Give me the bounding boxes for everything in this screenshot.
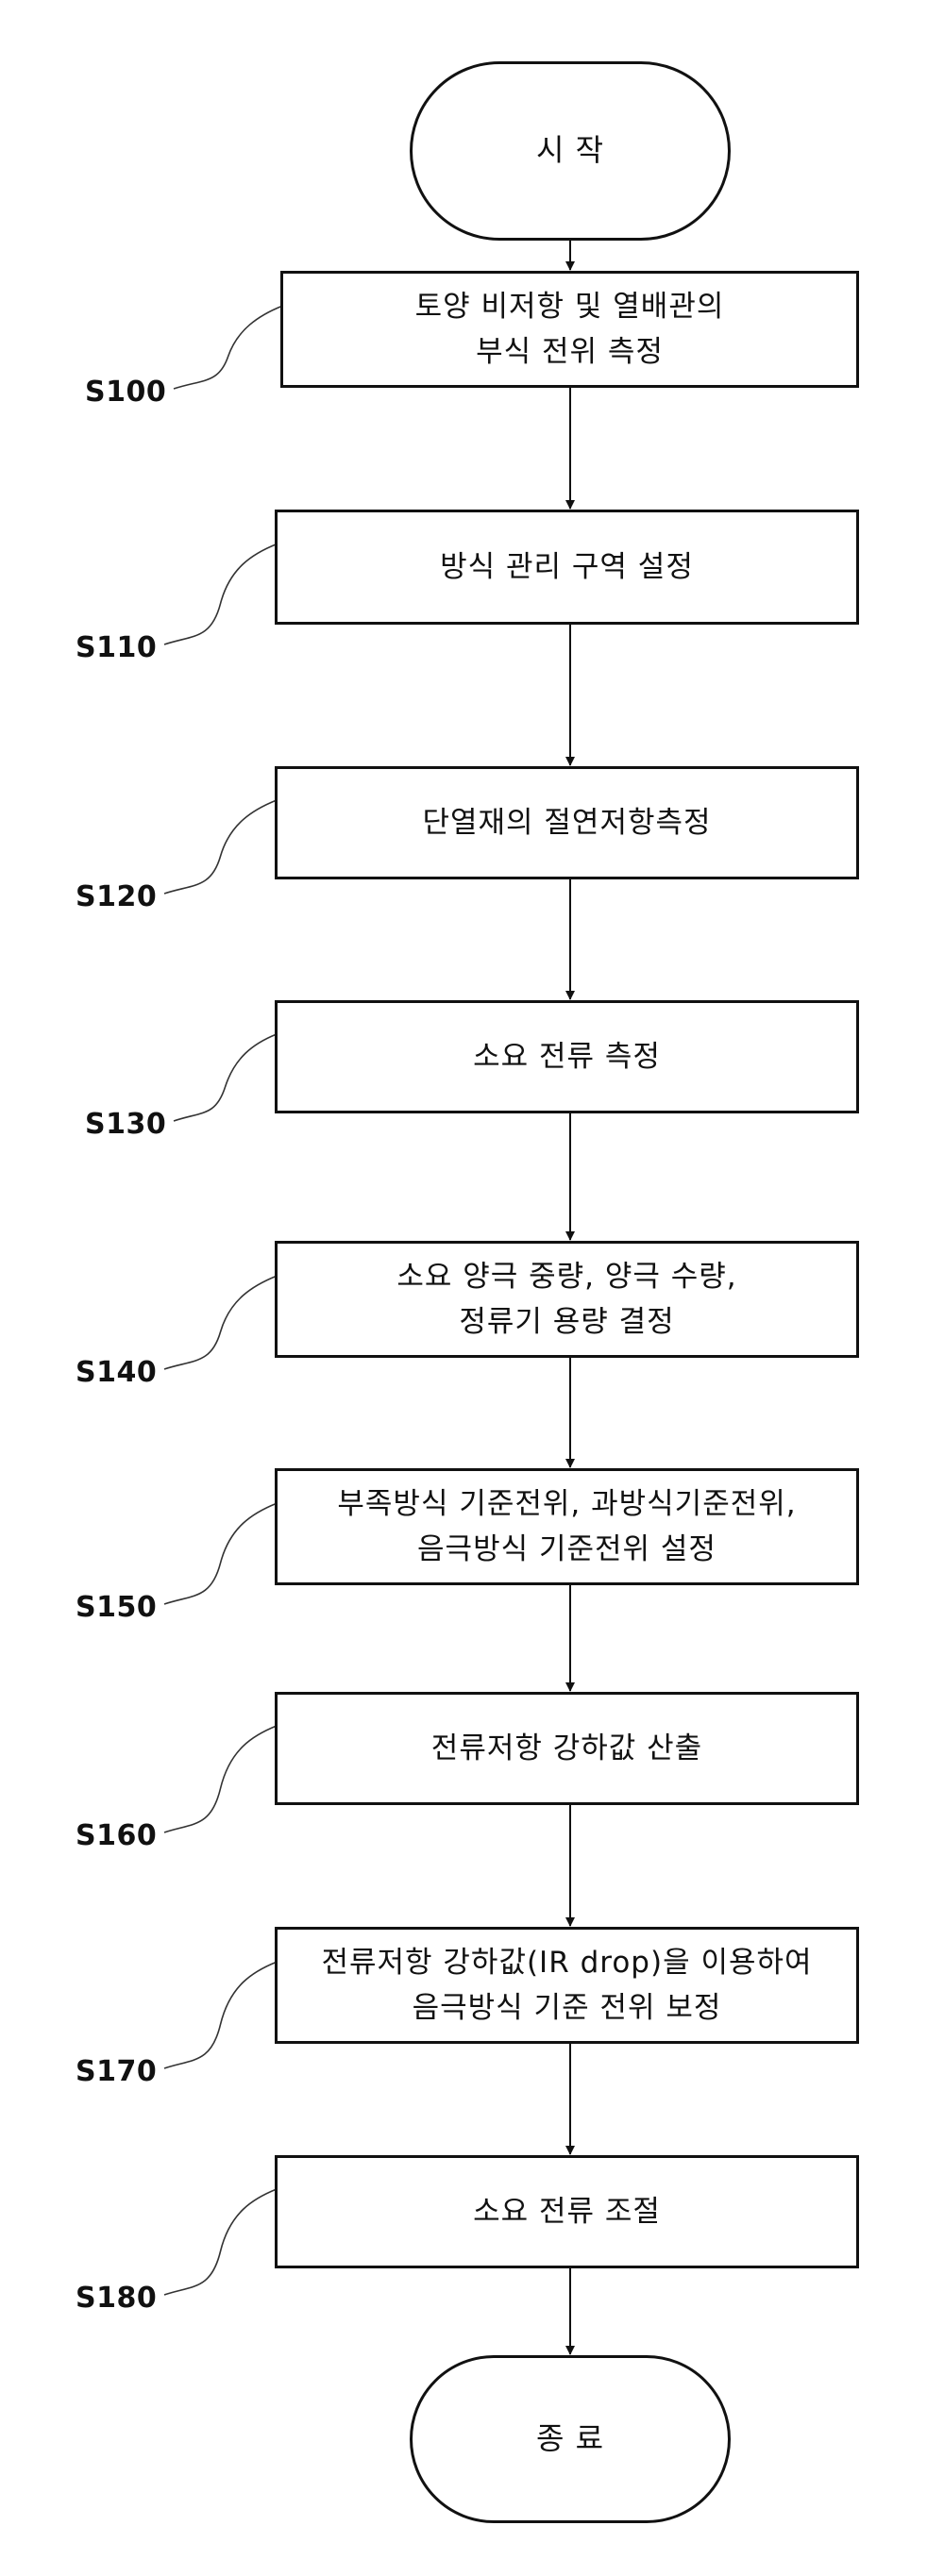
- step-s170-line-1: 전류저항 강하값(IR drop)을 이용하여: [321, 1940, 812, 1985]
- leader-line-s140: [164, 1276, 277, 1369]
- step-box-s130: 소요 전류 측정: [275, 1000, 859, 1113]
- leader-line-s110: [164, 544, 277, 644]
- step-box-s160: 전류저항 강하값 산출: [275, 1692, 859, 1805]
- step-s140-line-2: 정류기 용량 결정: [459, 1299, 674, 1345]
- step-box-s180: 소요 전류 조절: [275, 2155, 859, 2268]
- step-s100-line-2: 부식 전위 측정: [476, 329, 664, 375]
- leader-line-s170: [164, 1962, 277, 2068]
- step-box-s140: 소요 양극 중량, 양극 수량, 정류기 용량 결정: [275, 1241, 859, 1358]
- step-s140-line-1: 소요 양극 중량, 양극 수량,: [396, 1254, 736, 1299]
- leader-line-s150: [164, 1503, 277, 1604]
- step-s150-line-2: 음극방식 기준전위 설정: [417, 1527, 716, 1572]
- step-s150-line-1: 부족방식 기준전위, 과방식기준전위,: [337, 1481, 796, 1527]
- step-s110-line-1: 방식 관리 구역 설정: [440, 544, 694, 590]
- start-terminal: 시 작: [410, 61, 731, 241]
- step-label-s160: S160: [76, 1819, 157, 1852]
- leader-line-s130: [174, 1034, 277, 1121]
- step-s120-line-1: 단열재의 절연저항측정: [422, 800, 711, 845]
- step-label-s180: S180: [76, 2282, 157, 2315]
- step-s100-line-1: 토양 비저항 및 열배관의: [415, 284, 725, 329]
- leader-line-s160: [164, 1726, 277, 1832]
- end-terminal: 종 료: [410, 2355, 731, 2523]
- step-label-s140: S140: [76, 1356, 157, 1389]
- step-box-s120: 단열재의 절연저항측정: [275, 766, 859, 879]
- step-s180-line-1: 소요 전류 조절: [473, 2189, 661, 2234]
- step-s130-line-1: 소요 전류 측정: [473, 1034, 661, 1079]
- leader-line-s100: [174, 306, 282, 389]
- step-s170-line-2: 음극방식 기준 전위 보정: [413, 1985, 722, 2031]
- step-label-s130: S130: [85, 1108, 166, 1141]
- step-label-s170: S170: [76, 2055, 157, 2088]
- start-label: 시 작: [536, 127, 604, 175]
- step-box-s110: 방식 관리 구역 설정: [275, 510, 859, 625]
- end-label: 종 료: [536, 2416, 604, 2463]
- step-box-s100: 토양 비저항 및 열배관의 부식 전위 측정: [280, 271, 859, 388]
- leader-line-s180: [164, 2189, 277, 2295]
- leader-line-s120: [164, 800, 277, 894]
- step-s160-line-1: 전류저항 강하값 산출: [431, 1726, 702, 1771]
- step-label-s100: S100: [85, 376, 166, 409]
- step-label-s120: S120: [76, 880, 157, 913]
- step-box-s170: 전류저항 강하값(IR drop)을 이용하여 음극방식 기준 전위 보정: [275, 1927, 859, 2044]
- step-label-s150: S150: [76, 1591, 157, 1624]
- step-box-s150: 부족방식 기준전위, 과방식기준전위, 음극방식 기준전위 설정: [275, 1468, 859, 1585]
- step-label-s110: S110: [76, 631, 157, 664]
